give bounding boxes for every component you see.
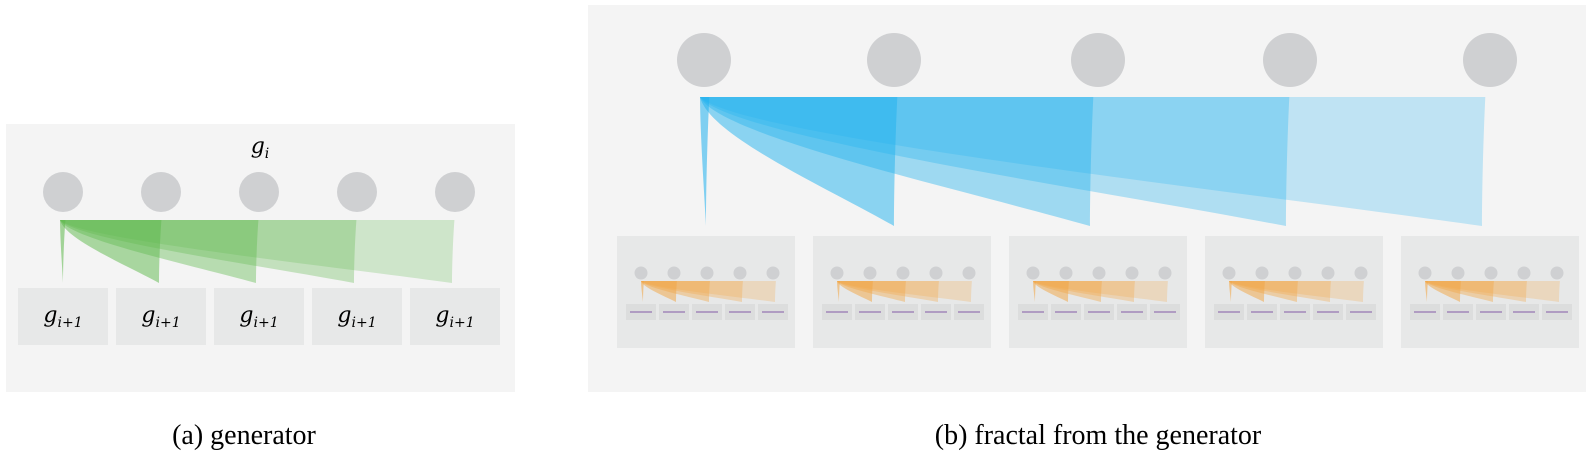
node bbox=[1451, 266, 1465, 280]
sub-generator bbox=[813, 236, 991, 348]
ribbon bbox=[641, 281, 644, 302]
sub-ribbons bbox=[1425, 281, 1560, 302]
node bbox=[1263, 33, 1317, 87]
node bbox=[1517, 266, 1531, 280]
child-box: gi+1 bbox=[214, 288, 304, 345]
panel-b-ribbons bbox=[700, 97, 1486, 226]
node bbox=[1321, 266, 1335, 280]
ribbon bbox=[1033, 281, 1069, 302]
ribbon bbox=[1229, 281, 1265, 302]
ribbon bbox=[60, 220, 66, 283]
node bbox=[896, 266, 910, 280]
ribbon bbox=[700, 97, 710, 226]
sub-generator bbox=[1205, 236, 1383, 348]
sub-generator-background bbox=[617, 236, 795, 348]
sub-generator bbox=[1401, 236, 1579, 348]
node bbox=[733, 266, 747, 280]
child-label: gi+1 bbox=[239, 303, 278, 331]
ribbon bbox=[837, 281, 840, 302]
node bbox=[337, 172, 377, 212]
ribbon bbox=[700, 97, 898, 226]
sub-generator bbox=[617, 236, 795, 348]
panel-b-fractal bbox=[588, 5, 1586, 392]
caption-a: (a) generator bbox=[172, 420, 316, 451]
ribbon bbox=[1033, 281, 1036, 302]
node bbox=[667, 266, 681, 280]
child-label: gi+1 bbox=[435, 303, 474, 331]
sub-generator-background bbox=[1205, 236, 1383, 348]
panel-a-children: gi+1 gi+1 gi+1 gi+1 gi+1 bbox=[18, 288, 500, 345]
node bbox=[239, 172, 279, 212]
node bbox=[1255, 266, 1269, 280]
sub-ribbons bbox=[837, 281, 972, 302]
panel-b-children bbox=[617, 236, 1579, 348]
ribbon bbox=[1229, 281, 1232, 302]
sub-generator-background bbox=[813, 236, 991, 348]
child-box: gi+1 bbox=[312, 288, 402, 345]
node bbox=[700, 266, 714, 280]
node bbox=[1158, 266, 1172, 280]
ribbon bbox=[1425, 281, 1461, 302]
panel-a-nodes bbox=[43, 172, 475, 212]
ribbon bbox=[837, 281, 873, 302]
node bbox=[1550, 266, 1564, 280]
ribbon bbox=[700, 97, 1486, 226]
node bbox=[1092, 266, 1106, 280]
panel-a-title: gi bbox=[251, 134, 270, 162]
ribbon bbox=[641, 281, 677, 302]
node bbox=[1463, 33, 1517, 87]
child-label: gi+1 bbox=[141, 303, 180, 331]
node bbox=[863, 266, 877, 280]
node bbox=[830, 266, 844, 280]
node bbox=[1059, 266, 1073, 280]
child-label: gi+1 bbox=[43, 303, 82, 331]
node bbox=[962, 266, 976, 280]
panel-a-background bbox=[6, 124, 515, 392]
node bbox=[1222, 266, 1236, 280]
child-label: gi+1 bbox=[337, 303, 376, 331]
node bbox=[929, 266, 943, 280]
sub-ribbons bbox=[1229, 281, 1364, 302]
child-box: gi+1 bbox=[116, 288, 206, 345]
node bbox=[1418, 266, 1432, 280]
panel-a-generator: gi gi+1 gi+1 gi+1 gi+1 bbox=[6, 124, 515, 392]
sub-generator bbox=[1009, 236, 1187, 348]
node bbox=[141, 172, 181, 212]
node bbox=[1071, 33, 1125, 87]
node bbox=[1288, 266, 1302, 280]
node bbox=[1125, 266, 1139, 280]
ribbon bbox=[60, 220, 162, 283]
node bbox=[766, 266, 780, 280]
node bbox=[867, 33, 921, 87]
sub-generator-background bbox=[1401, 236, 1579, 348]
panel-b-nodes bbox=[677, 33, 1517, 87]
sub-generator-background bbox=[1009, 236, 1187, 348]
child-box: gi+1 bbox=[410, 288, 500, 345]
node bbox=[1026, 266, 1040, 280]
sub-ribbons bbox=[1033, 281, 1168, 302]
caption-b: (b) fractal from the generator bbox=[935, 420, 1262, 451]
panel-a-ribbons bbox=[60, 220, 455, 283]
node bbox=[435, 172, 475, 212]
sub-ribbons bbox=[641, 281, 776, 302]
child-box: gi+1 bbox=[18, 288, 108, 345]
node bbox=[1484, 266, 1498, 280]
node bbox=[1354, 266, 1368, 280]
node bbox=[634, 266, 648, 280]
ribbon bbox=[1425, 281, 1428, 302]
node bbox=[43, 172, 83, 212]
node bbox=[677, 33, 731, 87]
